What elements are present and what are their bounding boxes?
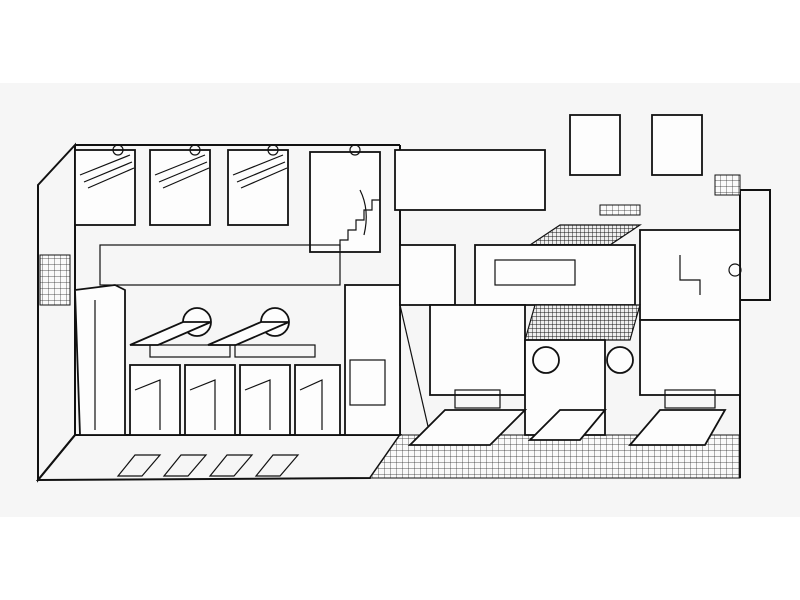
stair-shelves	[79, 154, 288, 189]
bottom-bays	[129, 364, 341, 436]
stair	[339, 189, 380, 250]
column-left	[129, 307, 212, 346]
fixtures-row	[116, 454, 300, 477]
left-volume	[39, 254, 126, 436]
upper-rooms-left	[74, 144, 381, 253]
central-hall	[99, 244, 341, 358]
column-right	[207, 307, 290, 346]
service-strip	[344, 244, 456, 436]
right-wing	[394, 114, 742, 446]
